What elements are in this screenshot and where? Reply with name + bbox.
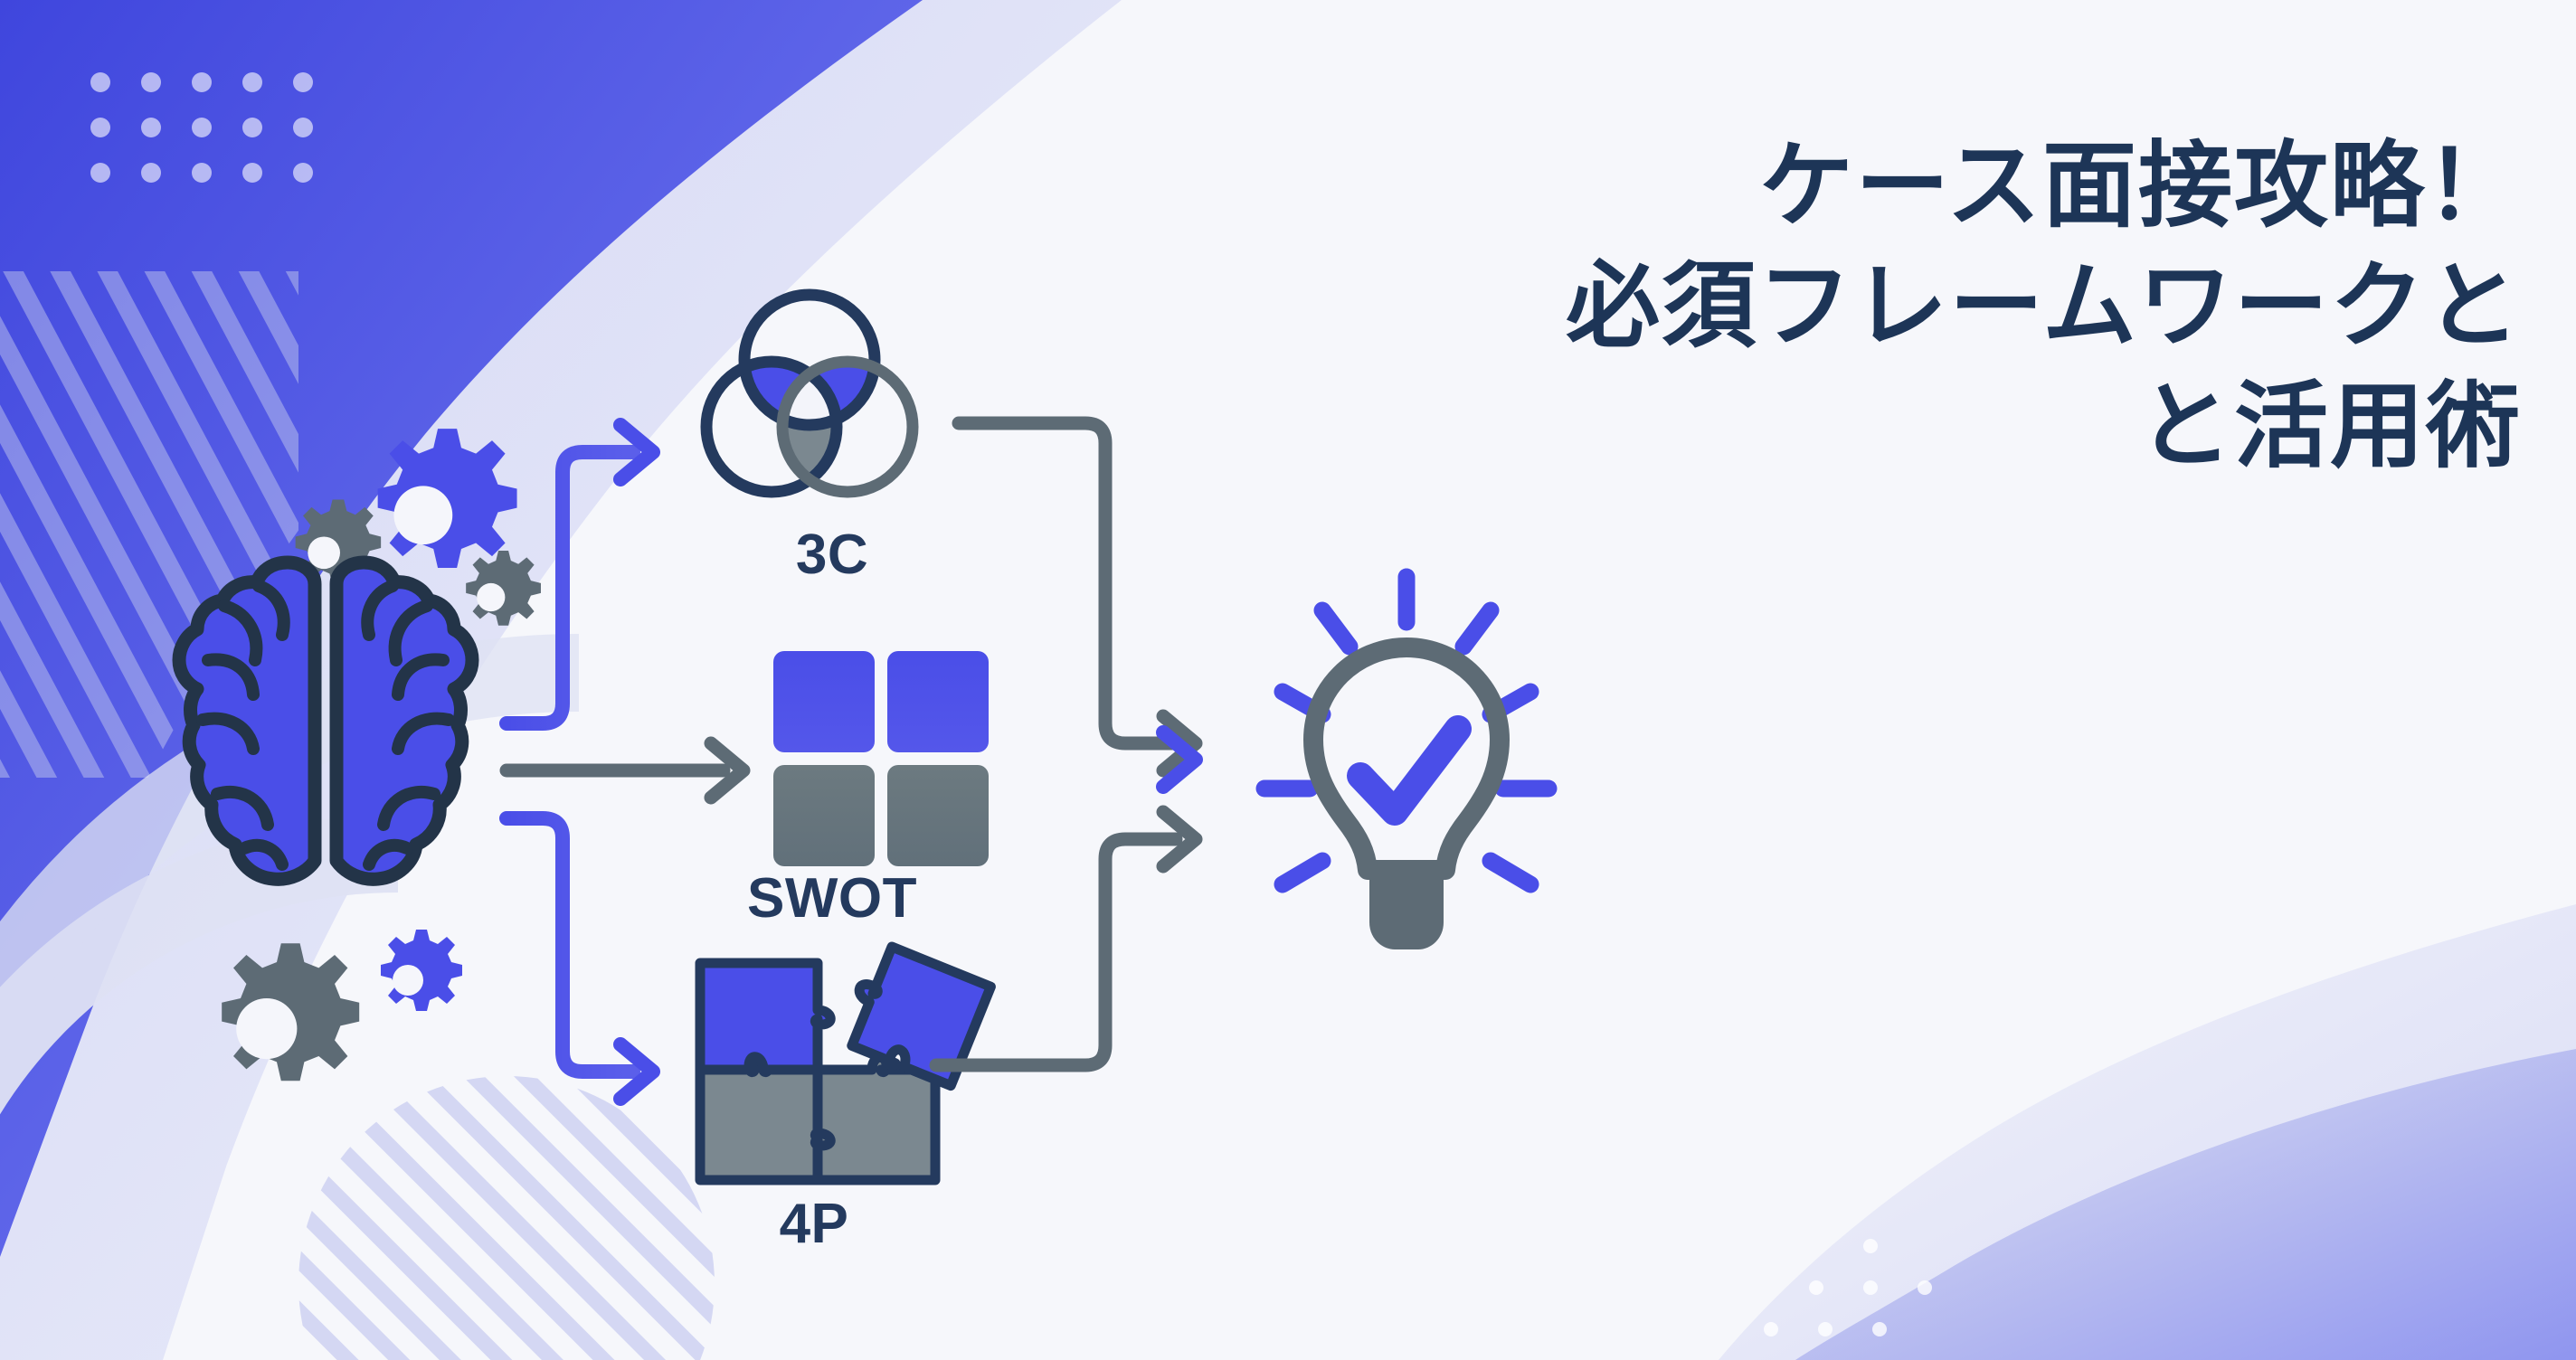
dot: [90, 118, 110, 137]
puzzle-pieces-icon: [695, 941, 996, 1185]
dot: [1863, 1239, 1878, 1253]
framework-label-3c: 3C: [795, 524, 869, 586]
arrow-brain-to-3c: [499, 445, 640, 731]
dot: [293, 118, 313, 137]
dot: [1872, 1322, 1887, 1336]
brain-icon: [172, 555, 479, 886]
framework-label-swot: SWOT: [747, 867, 917, 930]
venn-three-circles-icon: [700, 288, 919, 498]
dot: [1863, 1280, 1878, 1295]
gear-top-large-icon: [377, 429, 517, 569]
dot: [192, 163, 212, 183]
dot: [1818, 1322, 1833, 1336]
dot: [242, 118, 262, 137]
gear-bottom-small-icon: [381, 930, 462, 1011]
dot-grid-top-left: [90, 72, 344, 208]
dot: [1918, 1280, 1932, 1295]
dot: [293, 163, 313, 183]
arrow-brain-to-4p: [499, 811, 640, 1079]
dot: [242, 163, 262, 183]
arrowhead-bulb-top: [1156, 709, 1203, 778]
dot: [141, 118, 161, 137]
dot: [1764, 1322, 1778, 1336]
gear-top-small-icon: [295, 499, 382, 585]
arrowhead-bulb-bottom: [1156, 805, 1203, 874]
framework-label-4p: 4P: [779, 1193, 849, 1255]
quadrant-grid-icon: [773, 651, 989, 866]
dot: [141, 72, 161, 92]
dot: [90, 163, 110, 183]
title-line-3: と活用術: [2137, 374, 2522, 480]
dot: [192, 118, 212, 137]
arcs-bottom-left: [0, 634, 580, 1115]
page-title: ケース面接攻略！ 必須フレームワークと と活用術: [1075, 127, 2522, 487]
gear-bottom-large-icon: [222, 943, 360, 1081]
striped-circle-bottom-left: [298, 1076, 715, 1360]
gear-top-right-icon: [466, 551, 541, 626]
title-line-2: 必須フレームワークと: [1566, 254, 2522, 360]
lightbulb-rays: [1255, 568, 1558, 893]
dot: [90, 72, 110, 92]
arrowhead-swot: [704, 736, 751, 805]
wave-bottom-right-pale: [1719, 904, 2576, 1360]
dot: [192, 72, 212, 92]
dot: [293, 72, 313, 92]
wave-bottom-right: [1795, 1049, 2576, 1360]
arrowhead-4p: [613, 1037, 660, 1106]
arrowhead-bulb-mid: [1156, 725, 1203, 794]
dot: [242, 72, 262, 92]
lightbulb-check-icon: [1255, 568, 1558, 949]
stripes-left: [0, 271, 298, 778]
title-line-1: ケース面接攻略！: [1759, 134, 2522, 239]
dot: [1809, 1280, 1823, 1295]
arrowhead-3c: [613, 418, 660, 486]
dot: [141, 163, 161, 183]
